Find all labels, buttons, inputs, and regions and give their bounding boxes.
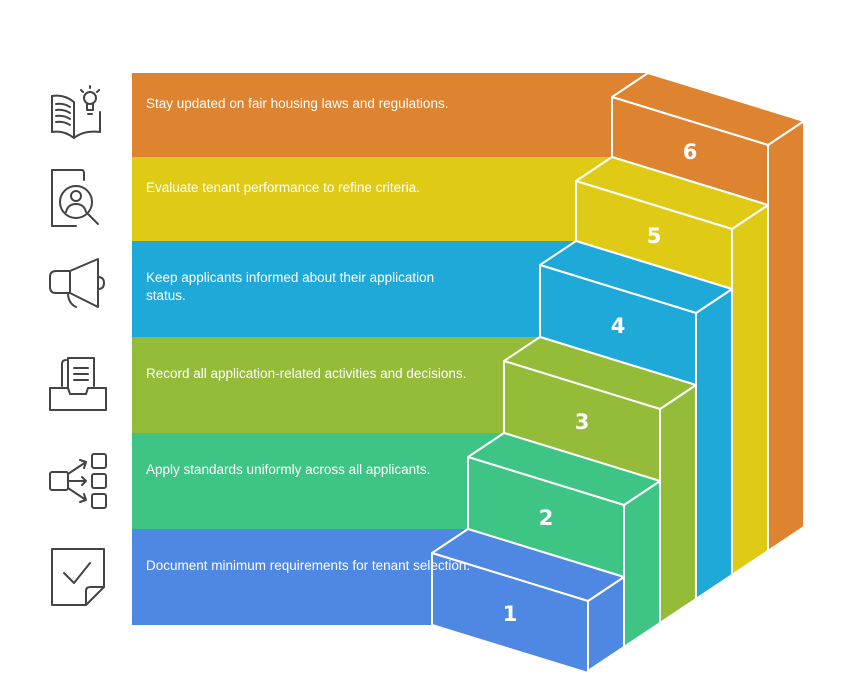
- step-number: 3: [575, 410, 590, 434]
- band-step-5: [132, 157, 614, 241]
- step-description: Evaluate tenant performance to refine cr…: [146, 180, 420, 195]
- book-idea-icon: [46, 82, 110, 146]
- step-description: Stay updated on fair housing laws and re…: [146, 96, 449, 111]
- document-tray-icon: [46, 352, 110, 416]
- step-description: Apply standards uniformly across all app…: [146, 462, 431, 477]
- step-side-face: [767, 120, 805, 552]
- step-number: 2: [539, 506, 554, 530]
- band-step-3: [132, 337, 542, 433]
- megaphone-icon: [46, 255, 110, 319]
- step-number: 1: [503, 602, 518, 626]
- distribution-boxes-icon: [46, 448, 110, 512]
- step-number: 5: [647, 224, 662, 248]
- step-side-face: [623, 480, 661, 648]
- step-6: 6: [611, 72, 805, 552]
- step-description: Record all application-related activitie…: [146, 366, 467, 381]
- step-side-face: [695, 288, 733, 600]
- step-side-face: [659, 384, 697, 624]
- band-step-1: [132, 529, 470, 625]
- band-step-4: [132, 241, 578, 337]
- band-step-2: [132, 433, 506, 529]
- person-search-icon: [46, 166, 110, 230]
- step-number: 6: [683, 140, 698, 164]
- step-2: 2: [467, 432, 661, 648]
- step-number: 4: [611, 314, 626, 338]
- step-front-face: [431, 552, 589, 674]
- band-step-6: [132, 73, 650, 157]
- step-1: 1: [431, 528, 625, 674]
- step-3: 3: [503, 336, 697, 624]
- step-description: Document minimum requirements for tenant…: [146, 558, 471, 573]
- step-side-face: [731, 204, 769, 576]
- step-description: Keep applicants informed about their app…: [146, 270, 435, 303]
- checked-note-icon: [46, 545, 110, 609]
